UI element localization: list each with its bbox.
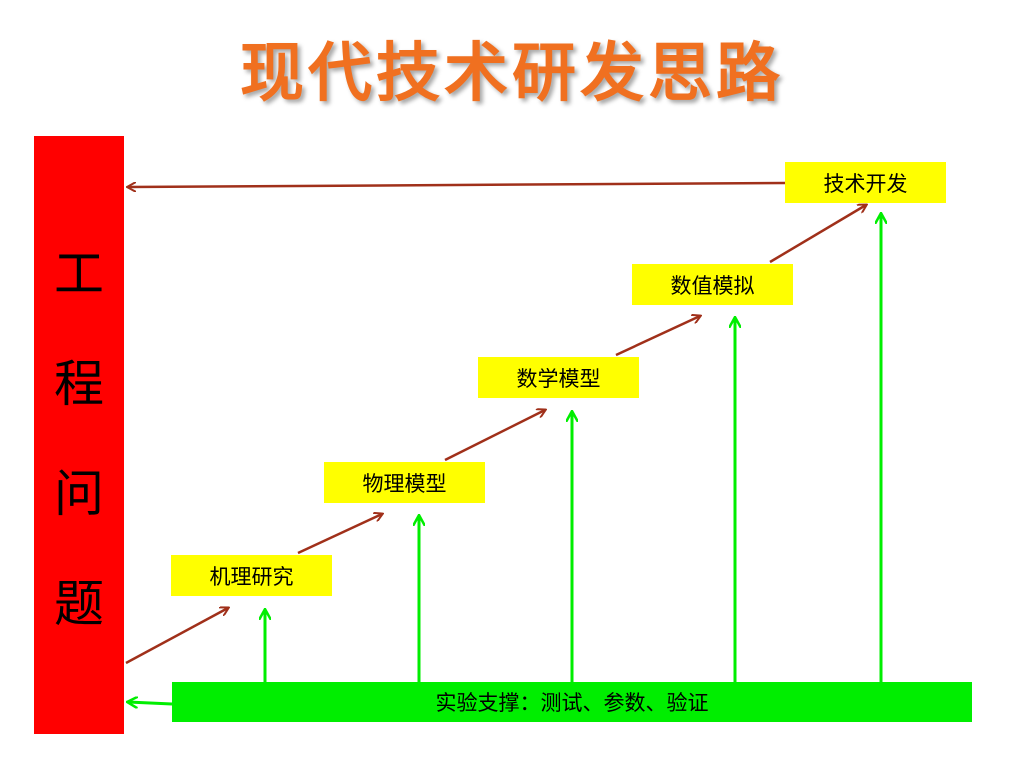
left-bar-char-2: 程 (54, 355, 104, 413)
support-arrow-to-problem (128, 702, 173, 704)
step-mechanism-research: 机理研究 (171, 555, 332, 596)
left-bar-char-1: 工 (54, 245, 104, 303)
arrow-math-to-numerical (615, 316, 700, 357)
step-numerical-simulation: 数值模拟 (632, 264, 793, 305)
left-bar-char-4: 题 (54, 575, 104, 633)
engineering-problem-bar: 工 程 问 题 (34, 136, 124, 734)
step-physical-model: 物理模型 (324, 462, 485, 503)
left-bar-char-3: 问 (54, 465, 104, 523)
arrow-technology-to-problem (128, 181, 786, 187)
arrow-mechanism-to-physical (297, 514, 382, 555)
experimental-support-bar: 实验支撑：测试、参数、验证 (172, 682, 972, 722)
arrow-numerical-to-technology (769, 205, 866, 264)
arrow-problem-to-mechanism (125, 608, 228, 665)
page-title: 现代技术研发思路 (240, 37, 784, 111)
step-technology-development: 技术开发 (785, 162, 946, 203)
step-math-model: 数学模型 (478, 357, 639, 398)
arrow-physical-to-math (444, 410, 545, 462)
